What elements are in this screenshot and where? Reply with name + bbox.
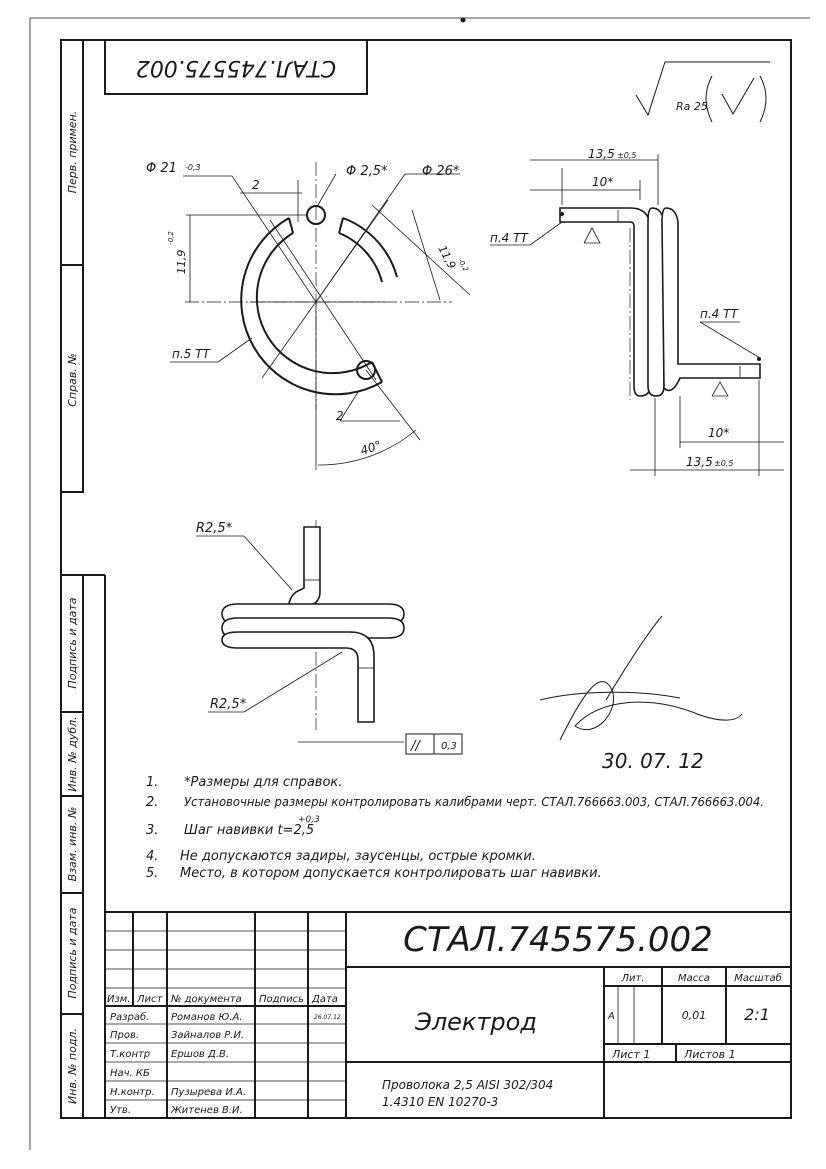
col-doc: № документа [170,994,242,1005]
role-nachkb: Нач. КБ [110,1068,150,1079]
role-utv: Утв. [110,1105,131,1116]
note-2-text: Установочные размеры контролировать кали… [184,794,764,809]
massa-label: Масса [678,973,710,984]
dim-len135-top-tol: ±0,5 [617,151,636,160]
role-tkontr: Т.контр [110,1049,150,1060]
dim-d21-tol: -0,3 [185,163,201,172]
margin-perv-primen: Перв. примен. [66,111,79,194]
title-drawing-number: СТАЛ.745575.002 [403,920,713,960]
note-1-text: *Размеры для справок. [184,775,342,790]
massa-value: 0,01 [682,1009,707,1022]
title-material-1: Проволока 2,5 AISI 302/304 [382,1078,553,1092]
dim-angle40: 40° [359,438,384,458]
mirrored-number-box: СТАЛ.745575.002 [104,39,368,95]
name-nkontr: Пузырева И.А. [171,1087,246,1098]
name-utv: Житенев В.И. [170,1105,243,1116]
dim-len135-bottom-tol: ±0,5 [714,459,733,468]
note-4-num: 4. [146,849,158,864]
dim-p4-top: п.4 ТТ [490,231,529,245]
roughness-label: Ra 25 [676,100,708,113]
roughness-symbol: Ra 25 [635,61,770,123]
dim-len10-bottom: 10* [708,426,729,440]
lit-label: Лит. [620,973,644,984]
dim-h119-left-tol: -0,2 [167,231,175,245]
dim-gap2-top: 2 [252,178,260,192]
note-1-num: 1. [146,775,158,790]
margin-podpis-data-1: Подпись и дата [66,597,79,688]
side-view [490,154,784,476]
dim-len10-top: 10* [592,175,613,189]
list-label: Лист 1 [611,1048,650,1061]
note-4-text: Не допускаются задиры, заусенцы, острые … [180,849,536,864]
masshtab-value: 2:1 [744,1005,770,1024]
parallel-tolerance: 0,3 [441,741,457,752]
title-material-2: 1.4310 EN 10270-3 [382,1095,498,1109]
dim-len135-bottom: 13,5 [686,455,713,469]
dim-d26: Φ 26* [422,164,460,179]
col-izm: Изм. [107,994,131,1005]
parallel-symbol: // [410,739,421,754]
note-3-text: Шаг навивки t=2,5 [184,823,314,838]
dim-p4-right: п.4 ТТ [700,307,739,321]
col-data: Дата [311,994,338,1005]
dim-gap2-bottom: 2 [336,409,344,423]
margin-inv-dubl: Инв. № дубл. [66,716,79,791]
margin-sprav-no: Справ. № [66,353,79,407]
margin-inv-podl: Инв. № подл. [66,1028,79,1104]
lit-value: А [607,1011,615,1022]
note-5-num: 5. [146,866,158,881]
margin-podpis-data-2: Подпись и дата [66,907,79,998]
notes: 1. *Размеры для справок. 2. Установочные… [146,775,764,881]
ring-view [170,162,471,470]
note-5-text: Место, в котором допускается контролиров… [180,866,602,881]
signature: 30. 07. 12 [539,615,743,773]
role-nkontr: Н.контр. [110,1087,155,1098]
role-razrab: Разраб. [110,1011,149,1023]
col-podpis: Подпись [259,994,304,1005]
name-razrab: Романов Ю.А. [171,1012,243,1023]
dim-h119-left: 11,9 [175,250,188,275]
title-part-name: Электрод [414,1008,537,1036]
date-razrab: 26.07.12 [314,1014,341,1021]
top-view [196,520,463,755]
dim-r25-top: R2,5* [196,521,233,536]
margin-vzam-inv: Взам. инв. № [66,807,79,882]
title-block [104,911,792,1119]
name-tkontr: Ершов Д.В. [171,1049,229,1060]
masshtab-label: Масштаб [734,972,782,984]
col-list: Лист [136,994,164,1005]
note-3-sup: +0,3 [298,815,320,825]
dim-d21: Φ 21 [146,161,177,176]
note-2-num: 2. [146,795,158,810]
role-prov: Пров. [110,1030,139,1041]
dim-p5: п.5 ТТ [172,347,211,361]
dim-r25-bottom: R2,5* [210,697,247,712]
listov-label: Листов 1 [683,1048,736,1061]
dim-len135-top: 13,5 [588,147,615,161]
signature-date: 30. 07. 12 [602,749,704,773]
mirrored-drawing-number: СТАЛ.745575.002 [136,55,336,80]
dim-d25: Φ 2,5* [346,164,388,179]
note-3-num: 3. [146,823,158,838]
name-prov: Зайналов Р.И. [171,1030,244,1041]
